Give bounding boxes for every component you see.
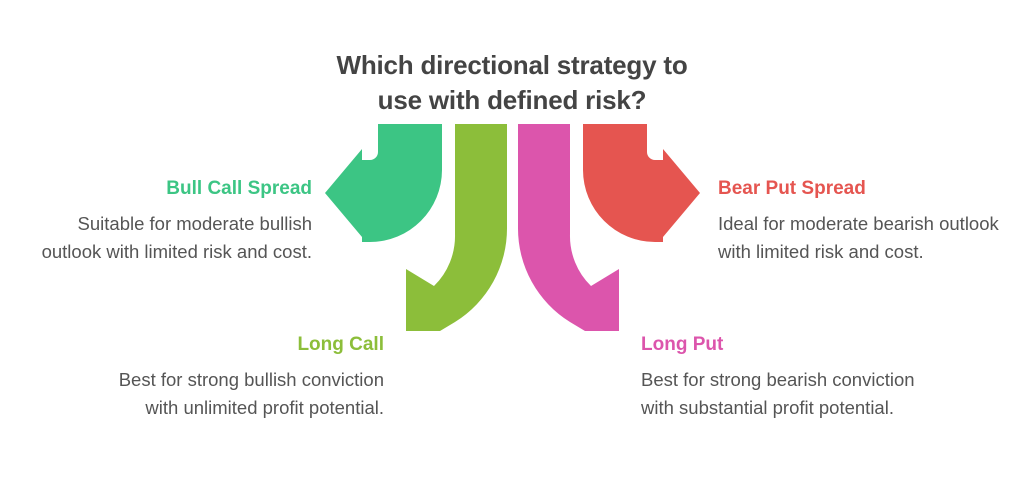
strategy-description-bull-call-spread: Suitable for moderate bullish outlook wi… (41, 212, 312, 262)
page-title: Which directional strategy to use with d… (262, 48, 762, 117)
strategy-heading-bull-call-spread: Bull Call Spread (166, 178, 312, 199)
page-title-line-1: Which directional strategy to (336, 50, 688, 80)
strategy-heading-bear-put-spread: Bear Put Spread (718, 178, 866, 199)
strategy-block-bull-call-spread: Bull Call Spread Suitable for moderate b… (14, 178, 312, 266)
strategy-description-long-call: Best for strong bullish conviction with … (118, 368, 384, 418)
strategy-heading-long-call: Long Call (297, 334, 384, 355)
page-title-line-2: use with defined risk? (377, 84, 647, 115)
strategy-description-long-put: Best for strong bearish conviction with … (641, 368, 915, 418)
arrow-curved-down-right-icon (517, 124, 619, 331)
strategy-heading-long-put: Long Put (641, 334, 724, 355)
strategy-description-bear-put-spread: Ideal for moderate bearish outlook with … (718, 212, 999, 262)
strategy-block-long-put: Long Put Best for strong bearish convict… (641, 334, 931, 422)
strategy-block-long-call: Long Call Best for strong bullish convic… (104, 334, 384, 422)
arrow-curved-right-icon (583, 124, 700, 242)
arrow-curved-down-left-icon (406, 124, 508, 331)
strategy-block-bear-put-spread: Bear Put Spread Ideal for moderate beari… (718, 178, 1016, 266)
arrow-curved-left-icon (325, 124, 442, 242)
